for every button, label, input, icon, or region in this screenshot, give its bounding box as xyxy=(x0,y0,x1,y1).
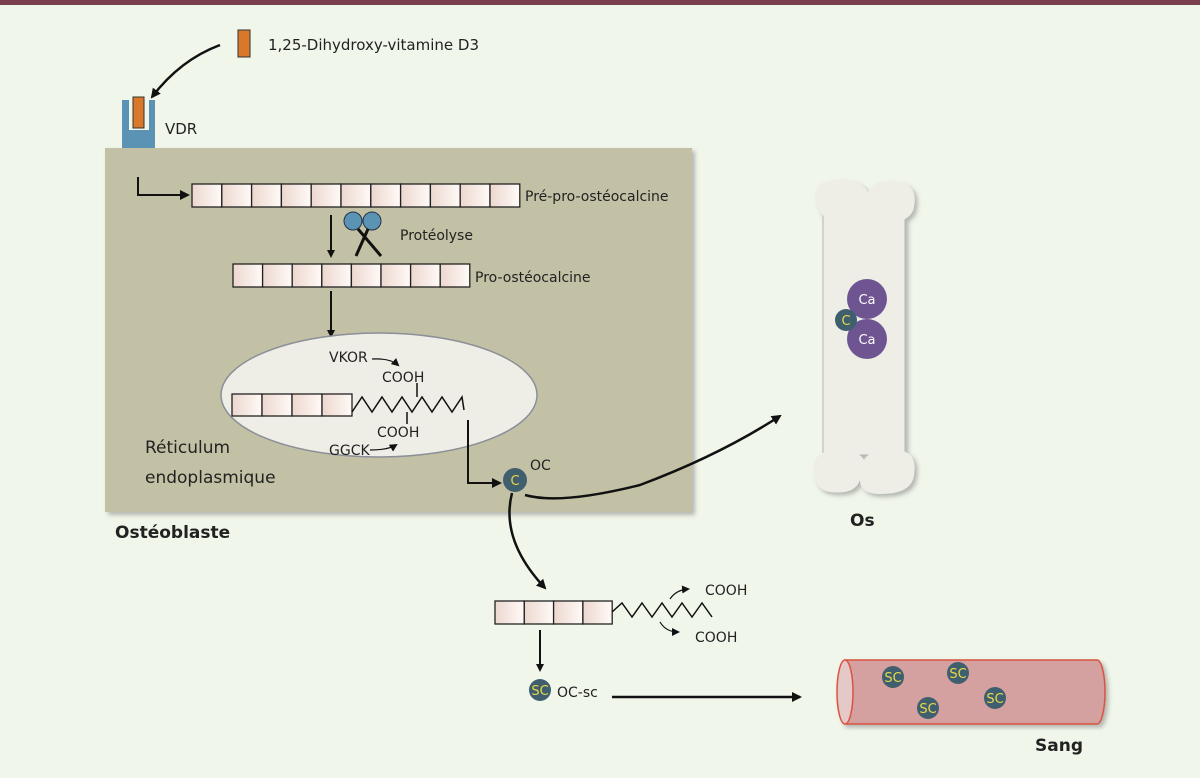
er-osteocalcin-chain xyxy=(231,393,353,417)
vdr-arrow xyxy=(137,177,190,200)
reticulum-label-1: Réticulum xyxy=(145,438,230,458)
ggck-label: GGCK xyxy=(329,443,370,459)
vitamin-d3-molecule xyxy=(237,29,251,58)
sc-label: SC xyxy=(986,692,1003,707)
pro-osteocalcin-chain xyxy=(232,263,471,288)
amino-acid-box xyxy=(321,393,353,417)
cooh-released: COOH xyxy=(705,583,747,599)
amino-acid-box xyxy=(494,600,525,625)
amino-acid-box xyxy=(340,183,372,208)
sc-label: SC xyxy=(919,702,936,717)
blood-vessel xyxy=(836,659,1106,725)
ca-label: Ca xyxy=(858,333,875,348)
ocsc-label: OC-sc xyxy=(557,685,598,701)
amino-acid-box xyxy=(380,263,412,288)
amino-acid-box xyxy=(232,263,264,288)
cooh-released: COOH xyxy=(695,630,737,646)
amino-acid-box xyxy=(250,183,283,208)
cooh-top: COOH xyxy=(382,370,424,386)
amino-acid-box xyxy=(231,393,263,417)
cooh-bottom: COOH xyxy=(377,425,419,441)
vitamin-label: 1,25-Dihydroxy-vitamine D3 xyxy=(268,36,479,54)
amino-acid-box xyxy=(409,263,441,288)
oc-circle xyxy=(503,468,527,492)
amino-acid-box xyxy=(350,263,382,288)
prepro-label: Pré-pro-ostéocalcine xyxy=(525,189,669,205)
ca-label: Ca xyxy=(858,293,875,308)
prepro-osteocalcin-chain xyxy=(191,183,521,208)
bone-c-label: C xyxy=(841,314,850,329)
amino-acid-box xyxy=(429,183,461,208)
oc-label: OC xyxy=(530,458,551,474)
pro-label: Pro-ostéocalcine xyxy=(475,270,591,286)
amino-acid-box xyxy=(291,393,323,417)
calcium-ion xyxy=(847,319,887,359)
calcium-ion xyxy=(847,279,887,319)
sc-label: SC xyxy=(531,684,548,699)
sc-label: SC xyxy=(949,667,966,682)
vdr-label: VDR xyxy=(165,120,197,138)
amino-acid-box xyxy=(291,263,323,288)
osteoblast-label: Ostéoblaste xyxy=(115,523,230,543)
top-bar xyxy=(0,0,1200,5)
amino-acid-box xyxy=(261,393,293,417)
glu-chain xyxy=(611,601,713,619)
uc-osteocalcin-chain xyxy=(494,600,613,625)
oc-bound-circle xyxy=(835,309,857,331)
amino-acid-box xyxy=(459,183,491,208)
amino-acid-box xyxy=(399,183,432,208)
sc-circle xyxy=(529,679,551,701)
amino-acid-box xyxy=(552,600,584,625)
er-exit-arrow xyxy=(467,420,502,488)
scissors-icon xyxy=(343,211,383,257)
amino-acid-box xyxy=(523,600,555,625)
amino-acid-box xyxy=(261,263,293,288)
glu-chain xyxy=(351,394,465,414)
sc-circle xyxy=(917,697,939,719)
vkor-label: VKOR xyxy=(329,350,368,366)
amino-acid-box xyxy=(221,183,253,208)
amino-acid-box xyxy=(191,183,223,208)
vitamin-arrow xyxy=(150,43,221,99)
ggck-arrow xyxy=(369,443,398,452)
oc-c-label: C xyxy=(510,474,519,489)
amino-acid-box xyxy=(321,263,353,288)
amino-acid-box xyxy=(439,263,471,288)
amino-acid-box xyxy=(280,183,312,208)
vdr-receptor xyxy=(122,100,155,148)
amino-acid-box xyxy=(370,183,402,208)
amino-acid-box xyxy=(582,600,613,625)
amino-acid-box xyxy=(489,183,521,208)
proteolysis-label: Protéolyse xyxy=(400,228,473,244)
sc-label: SC xyxy=(884,671,901,686)
vkor-arrow xyxy=(371,358,400,367)
sc-circle xyxy=(882,666,904,688)
sc-circle xyxy=(984,687,1006,709)
endoplasmic-reticulum xyxy=(220,332,538,458)
decarboxylation-arrow xyxy=(508,492,547,590)
reticulum-label-2: endoplasmique xyxy=(145,468,276,488)
bone-label: Os xyxy=(850,511,875,531)
blood-label: Sang xyxy=(1035,736,1083,756)
bone-arrow xyxy=(524,414,782,500)
vdr-bound-vitamin xyxy=(132,96,145,129)
amino-acid-box xyxy=(310,183,342,208)
bone xyxy=(813,179,915,494)
sc-circle xyxy=(947,662,969,684)
